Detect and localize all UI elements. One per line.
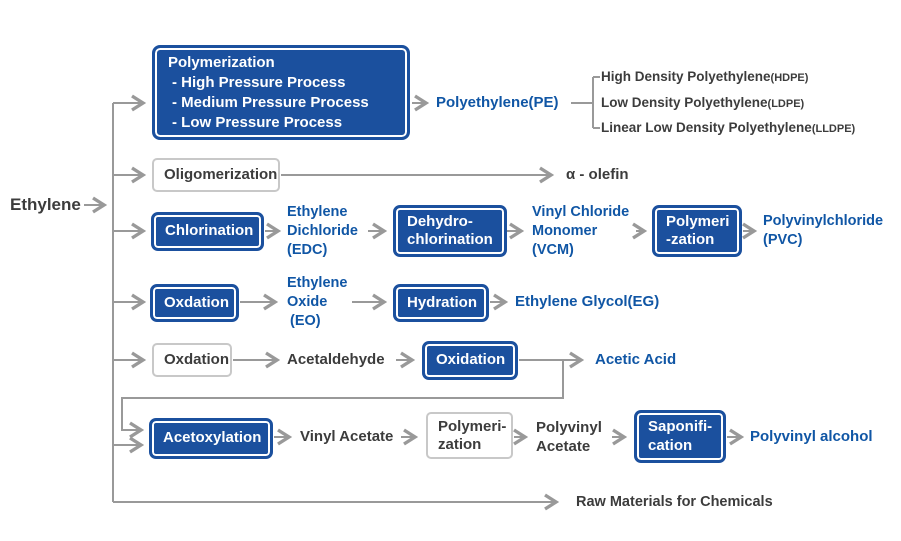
loop-to-acetoxylation (121, 360, 564, 439)
polymerization-box-line: - High Pressure Process (172, 73, 346, 91)
pvc-label: Polyvinylchloride (PVC) (763, 213, 884, 248)
acetic-acid-label: Acetic Acid (595, 351, 677, 368)
polyethylene-label: Polyethylene(PE) (436, 94, 559, 111)
vinyl-acetate-label: Vinyl Acetate (300, 428, 394, 445)
pva-polymerization-box: Polymeri- zation (426, 412, 513, 459)
acetoxylation-box: Acetoxylation (149, 418, 273, 459)
polyvinyl-alcohol-label: Polyvinyl alcohol (750, 428, 873, 445)
oligomerization-box: Oligomerization (152, 158, 280, 192)
edc-label: Ethylene Dichloride (EDC) (287, 204, 358, 258)
polymerization-box-line: - Medium Pressure Process (172, 93, 369, 111)
polyvinyl-acetate-label: Polyvinyl Acetate (536, 419, 602, 455)
hydration-box: Hydration (393, 284, 489, 322)
acetaldehyde-label: Acetaldehyde (287, 351, 385, 368)
oxidation-acetic-box: Oxidation (422, 341, 518, 380)
raw-materials-label: Raw Materials for Chemicals (576, 494, 773, 510)
hdpe-label: High Density Polyethylene(HDPE) (601, 69, 809, 84)
polymerization-box-line: - Low Pressure Process (172, 113, 343, 131)
pvc-polymerization-box: Polymeri -zation (652, 205, 742, 257)
polymerization-process-box: Polymerization - High Pressure Process -… (152, 45, 410, 140)
ldpe-label: Low Density Polyethylene(LDPE) (601, 95, 805, 110)
dehydrochlorination-box: Dehydro- chlorination (393, 205, 507, 257)
saponification-box: Saponifi- cation (634, 410, 726, 463)
polymerization-box-title: Polymerization (168, 53, 275, 71)
lldpe-label: Linear Low Density Polyethylene(LLDPE) (601, 120, 856, 135)
ethylene-source-label: Ethylene (10, 195, 81, 214)
olefin-label: α - olefin (566, 166, 629, 183)
oxdation-acetaldehyde-box: Oxdation (152, 343, 232, 377)
connector-group (84, 76, 758, 511)
oxdation-eo-box: Oxdation (150, 284, 239, 322)
chlorination-box: Chlorination (151, 212, 264, 251)
vcm-label: Vinyl Chloride Monomer (VCM) (532, 204, 630, 258)
eo-label: Ethylene Oxide (EO) (287, 275, 348, 329)
ethylene-glycol-label: Ethylene Glycol(EG) (515, 293, 660, 310)
